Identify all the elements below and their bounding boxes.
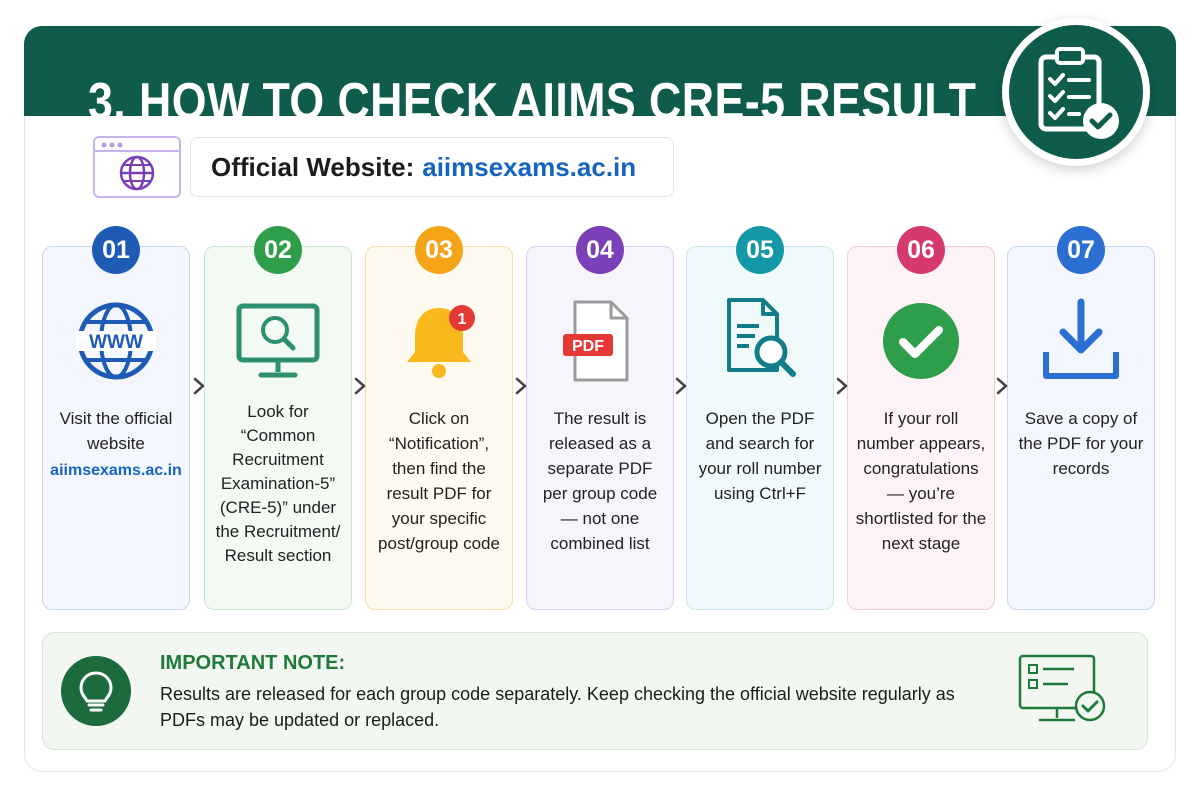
monitor-checklist-icon: [1018, 654, 1106, 722]
step-description: Click on “Notification”, then find the r…: [378, 409, 500, 553]
chevron-right-icon: [354, 377, 366, 395]
document-search-icon: [715, 296, 805, 386]
header-banner: 3. HOW TO CHECK AIIMS CRE-5 RESULT: [24, 26, 1176, 131]
notification-bell-icon: 1: [394, 296, 484, 386]
svg-text:WWW: WWW: [89, 332, 143, 353]
website-link[interactable]: aiimsexams.ac.in: [50, 462, 182, 479]
step-description: If your roll number appears, congratulat…: [855, 409, 987, 553]
chevron-right-icon: [193, 377, 205, 395]
step-description: The result is released as a separate PDF…: [542, 409, 658, 553]
download-icon: [1036, 296, 1126, 386]
checkmark-circle-icon: [876, 296, 966, 386]
chevron-right-icon: [996, 377, 1008, 395]
chevron-right-icon: [675, 377, 687, 395]
official-website-banner: Official Website: aiimsexams.ac.in: [190, 137, 674, 197]
pdf-file-icon: PDF: [555, 296, 645, 386]
monitor-search-icon: [233, 296, 323, 386]
page-title: 3. HOW TO CHECK AIIMS CRE-5 RESULT: [88, 73, 977, 131]
website-label: Official Website:: [211, 151, 415, 182]
step-description: Visit the official website aiimsexams.ac…: [42, 406, 190, 483]
clipboard-check-icon: [1002, 18, 1150, 166]
step-card: [365, 246, 513, 610]
step-description: Save a copy of the PDF for your records: [1018, 409, 1144, 478]
browser-globe-icon: [93, 136, 181, 198]
step-text: Visit the official website: [59, 409, 173, 453]
step-number-badge: 04: [576, 226, 624, 274]
note-title: IMPORTANT NOTE:: [160, 652, 346, 674]
step-number-badge: 01: [92, 226, 140, 274]
website-link[interactable]: aiimsexams.ac.in: [422, 151, 637, 182]
pdf-label: PDF: [572, 338, 604, 355]
step-number-badge: 06: [897, 226, 945, 274]
step-description: Open the PDF and search for your roll nu…: [698, 409, 822, 503]
notification-count: 1: [458, 311, 467, 328]
step-card: [686, 246, 834, 610]
chevron-right-icon: [515, 377, 527, 395]
step-number-badge: 03: [415, 226, 463, 274]
lightbulb-icon: [61, 656, 131, 726]
step-number-badge: 07: [1057, 226, 1105, 274]
step-description: Look for “Common Recruitment Examination…: [215, 402, 341, 565]
important-note-box: [42, 632, 1148, 750]
step-number-badge: 05: [736, 226, 784, 274]
note-text: Results are released for each group code…: [160, 684, 955, 730]
chevron-right-icon: [836, 377, 848, 395]
step-number-badge: 02: [254, 226, 302, 274]
www-globe-icon: WWW: [71, 296, 161, 386]
